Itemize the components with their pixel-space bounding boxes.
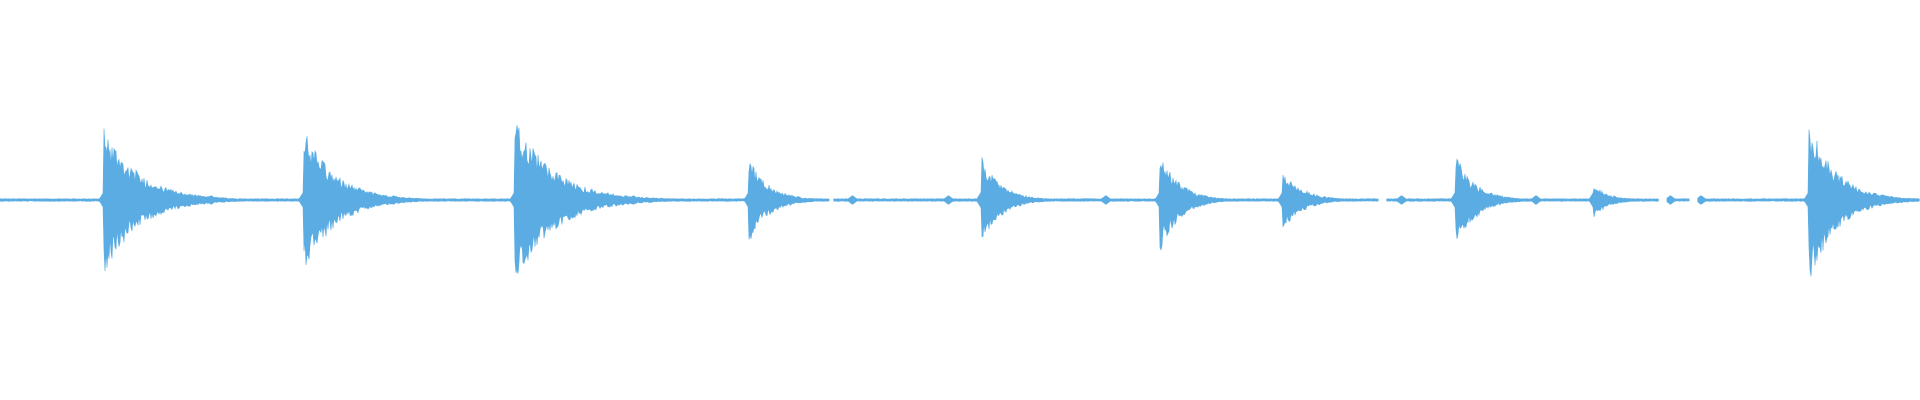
waveform-envelope: [0, 125, 1920, 277]
waveform-trace: [0, 125, 1920, 277]
waveform-gap-3: [1689, 197, 1698, 203]
waveform-gap-2: [1658, 197, 1667, 203]
waveform-gap-0: [829, 197, 834, 203]
waveform-gap-1: [1378, 197, 1387, 203]
